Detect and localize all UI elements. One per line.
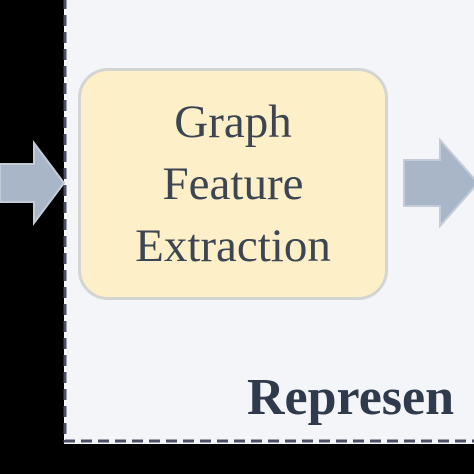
box-text-line-3: Extraction <box>135 220 331 272</box>
right-arrow-icon <box>403 138 474 228</box>
left-right-arrow-icon <box>0 140 66 226</box>
box-text-line-2: Feature <box>162 158 304 210</box>
box-text-line-1: Graph <box>174 96 292 148</box>
graph-feature-extraction-box: Graph Feature Extraction <box>78 68 388 300</box>
section-caption: Represen <box>247 369 455 426</box>
